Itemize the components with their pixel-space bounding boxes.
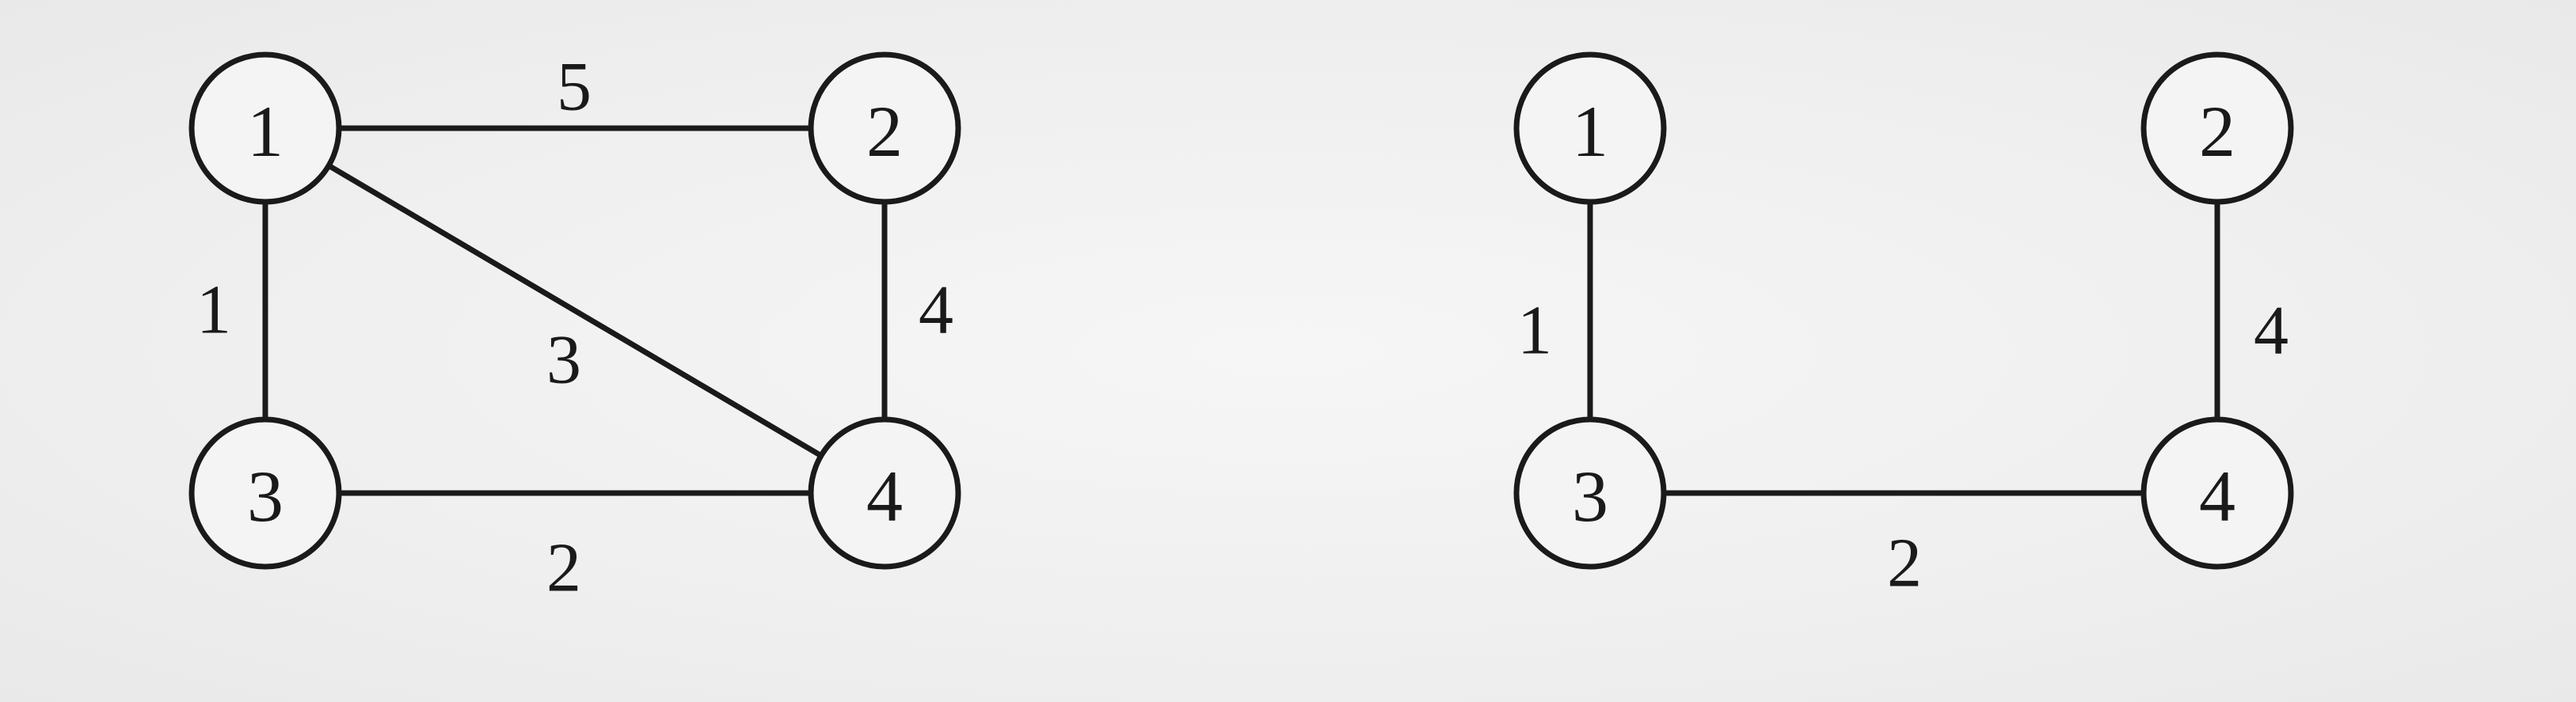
original-graph: 5 1 3 4 2 1 2 3 4 xyxy=(188,49,961,607)
node-label-2: 2 xyxy=(866,91,903,172)
node-2 xyxy=(808,51,961,205)
edge-weight-2-4: 4 xyxy=(2254,293,2289,370)
node-1 xyxy=(1513,51,1667,205)
edge-weight-3-4: 2 xyxy=(546,530,581,607)
node-4 xyxy=(2140,416,2294,570)
spanning-tree-graph: 1 4 2 1 2 3 4 xyxy=(1513,51,2294,602)
edge-weight-1-4: 3 xyxy=(546,322,581,399)
node-4 xyxy=(808,416,961,570)
node-label-1: 1 xyxy=(1572,91,1608,172)
node-label-3: 3 xyxy=(247,456,283,537)
node-2 xyxy=(2140,51,2294,205)
node-label-1: 1 xyxy=(247,91,283,172)
node-label-4: 4 xyxy=(866,456,903,537)
edge-weight-1-3: 1 xyxy=(196,272,231,349)
edge-weight-1-3: 1 xyxy=(1517,293,1552,370)
node-3 xyxy=(188,416,342,570)
edge-weight-2-4: 4 xyxy=(919,272,953,349)
node-3 xyxy=(1513,416,1667,570)
node-1 xyxy=(188,51,342,205)
edge-1-4 xyxy=(325,162,824,459)
node-label-4: 4 xyxy=(2199,456,2235,537)
edge-weight-1-2: 5 xyxy=(557,49,592,126)
node-label-3: 3 xyxy=(1572,456,1608,537)
node-label-2: 2 xyxy=(2199,91,2235,172)
edge-weight-3-4: 2 xyxy=(1887,526,1922,602)
